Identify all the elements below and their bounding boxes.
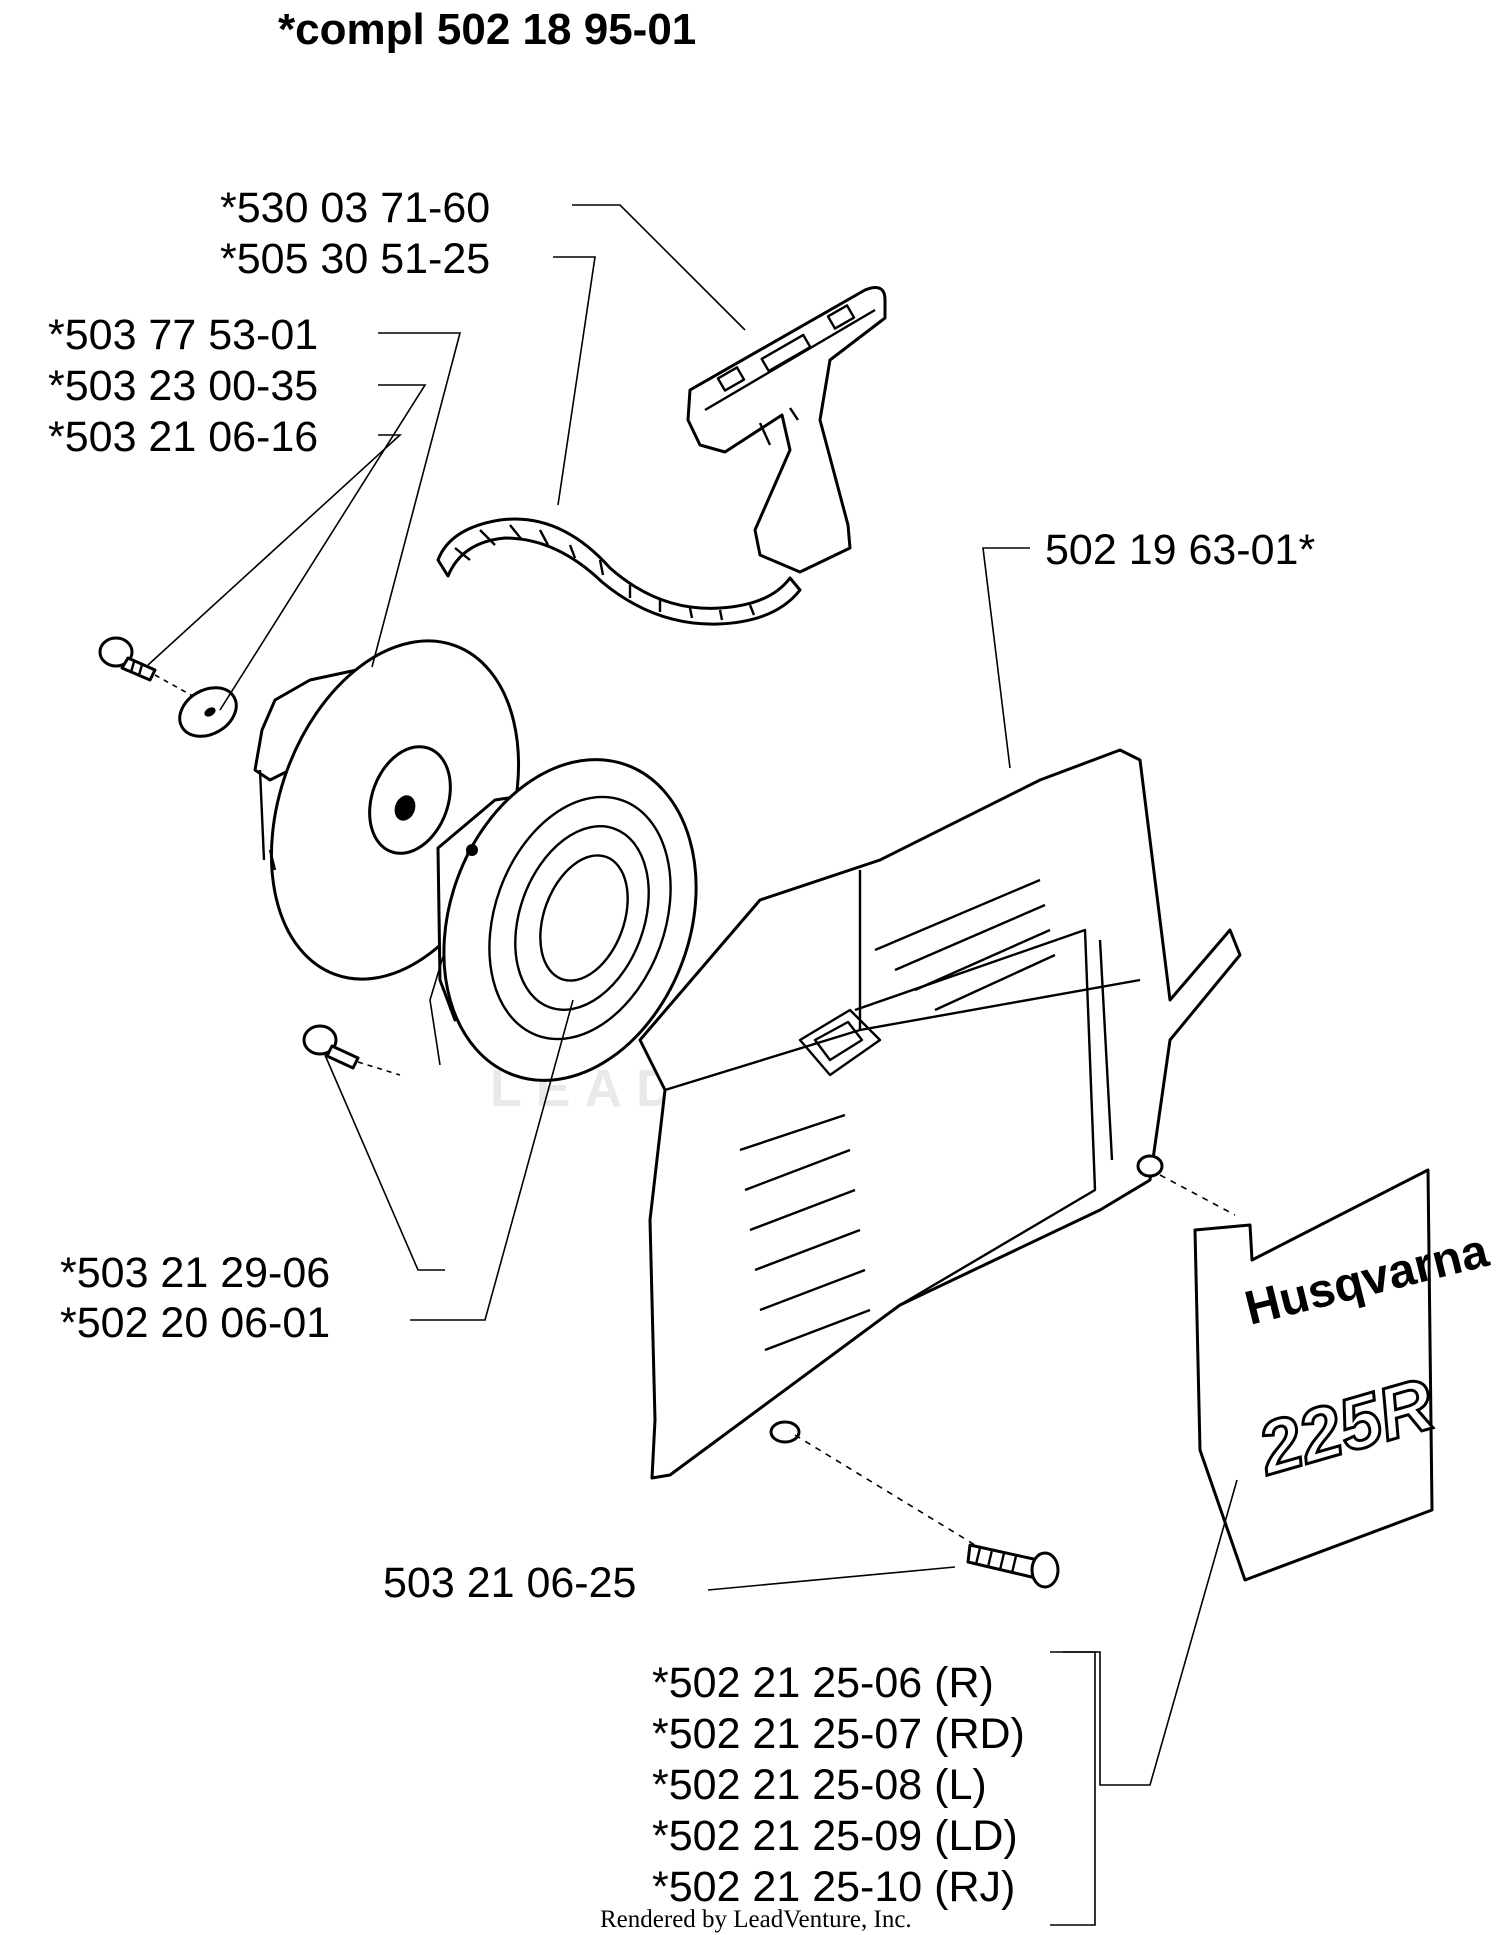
leader-lines bbox=[147, 204, 1238, 1786]
label-cover-screw: 503 21 06-25 bbox=[383, 1559, 636, 1607]
spring-cassette-part bbox=[436, 758, 698, 1082]
footer-credit: Rendered by LeadVenture, Inc. bbox=[600, 1906, 912, 1933]
starter-handle-part bbox=[686, 286, 887, 574]
label-decal-ld: *502 21 25-09 (LD) bbox=[652, 1812, 1018, 1860]
label-decal-l: *502 21 25-08 (L) bbox=[652, 1761, 987, 1809]
label-decal-rd: *502 21 25-07 (RD) bbox=[652, 1710, 1025, 1758]
center-screw-part bbox=[98, 636, 201, 701]
label-spring-cassette: *502 20 06-01 bbox=[60, 1299, 330, 1347]
label-decal-r: *502 21 25-06 (R) bbox=[652, 1659, 994, 1707]
washer-part bbox=[178, 686, 238, 738]
label-decal-rj: *502 21 25-10 (RJ) bbox=[652, 1863, 1015, 1911]
label-spring-screw: *503 21 29-06 bbox=[60, 1249, 330, 1297]
cover-screw-part bbox=[966, 1543, 1060, 1589]
decal-part: Husqvarna 225R bbox=[1193, 1168, 1494, 1582]
decal-bracket bbox=[1050, 1651, 1096, 1926]
label-center-screw: *503 21 06-16 bbox=[48, 413, 318, 461]
label-pulley: *503 77 53-01 bbox=[48, 311, 318, 359]
label-rope: *505 30 51-25 bbox=[220, 235, 490, 283]
label-cover: 502 19 63-01* bbox=[1045, 526, 1315, 574]
label-handle: *530 03 71-60 bbox=[220, 184, 490, 232]
label-washer: *503 23 00-35 bbox=[48, 362, 318, 410]
spring-screw-part bbox=[302, 1024, 401, 1076]
starter-rope-part bbox=[436, 517, 802, 626]
diagram-title: *compl 502 18 95-01 bbox=[278, 5, 696, 54]
starter-cover-part bbox=[638, 748, 1242, 1480]
